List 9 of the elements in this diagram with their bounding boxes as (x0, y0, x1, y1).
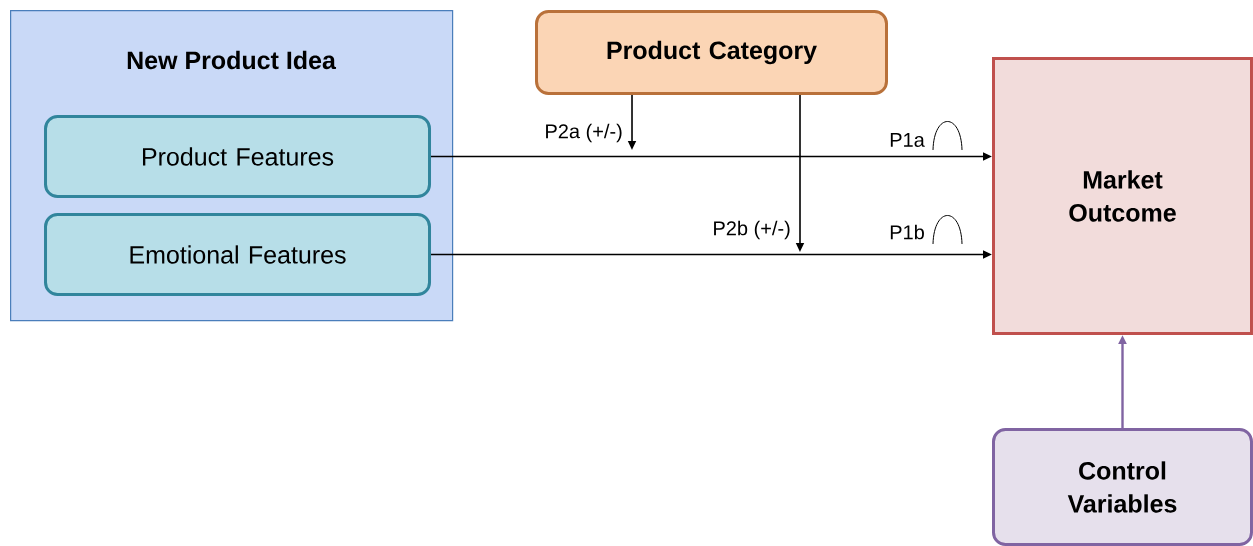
rounded-box: Product Features (44, 115, 431, 198)
rounded-box: Emotional Features (44, 213, 431, 296)
edge-label: P2a (+/-) (546, 123, 622, 143)
process-box: Market Outcome (992, 57, 1253, 335)
rounded-box: Control Variables (992, 428, 1253, 546)
rounded-box: Product Category (535, 10, 888, 95)
edge-label: P1a (890, 133, 925, 147)
edge-label: P1b (890, 224, 924, 240)
edge-label: P2b (+/-) (714, 220, 790, 240)
